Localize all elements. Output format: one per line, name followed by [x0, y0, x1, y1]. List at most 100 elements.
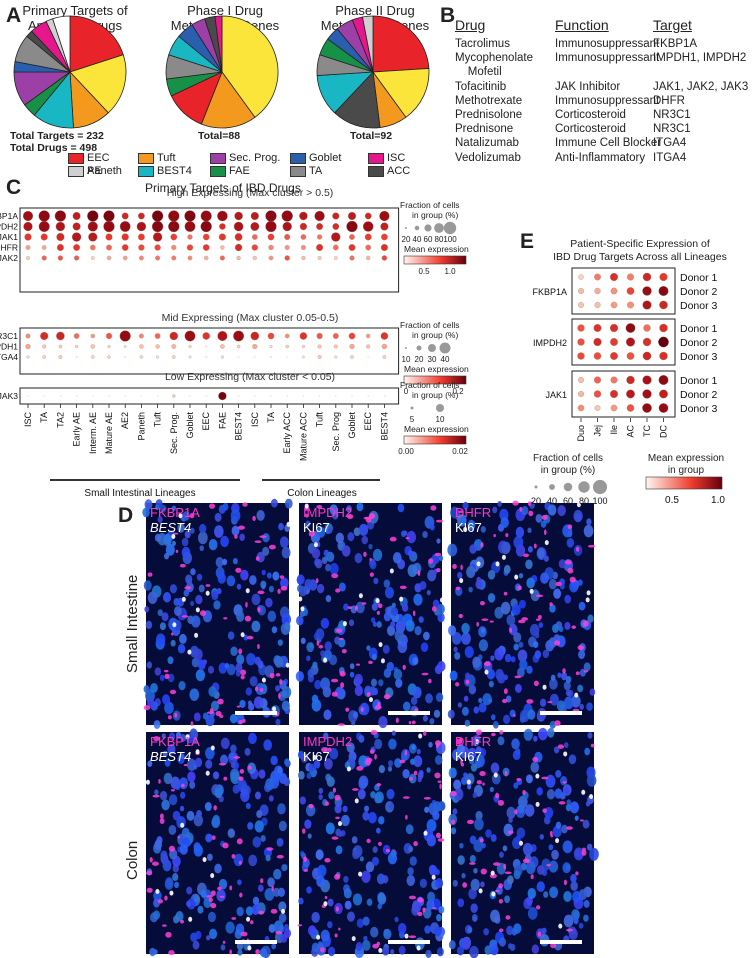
- svg-text:FAE: FAE: [217, 412, 227, 429]
- legend-item: BEST4: [138, 165, 192, 177]
- svg-text:Mean expression: Mean expression: [404, 424, 469, 434]
- svg-text:0.5: 0.5: [665, 495, 679, 506]
- panel-e-label: E: [520, 230, 535, 253]
- svg-text:0: 0: [404, 387, 409, 396]
- micrograph-texture: [142, 498, 293, 729]
- svg-text:ISC: ISC: [250, 412, 260, 428]
- svg-text:80: 80: [435, 235, 444, 244]
- legend-label: ISC: [387, 152, 406, 164]
- svg-text:JAK3: JAK3: [0, 391, 18, 401]
- stain-label-secondary: KI67: [455, 520, 482, 535]
- svg-text:Mean expression: Mean expression: [404, 244, 469, 254]
- panel-b-label: B: [440, 4, 456, 27]
- legend-item: ACC: [368, 165, 410, 177]
- table-cell: Immunosuppressant: [555, 52, 660, 65]
- svg-text:0.00: 0.00: [398, 447, 414, 456]
- svg-text:Donor 2: Donor 2: [680, 389, 718, 401]
- legend-label: Sec. Prog.: [229, 152, 281, 164]
- table-cell: Immunosuppressant: [555, 94, 660, 107]
- legend-item: Goblet: [290, 152, 341, 164]
- svg-text:Donor 1: Donor 1: [680, 272, 718, 284]
- table-cell: Prednisolone: [455, 109, 523, 121]
- svg-text:JAK1: JAK1: [0, 232, 18, 242]
- legend-label: BEST4: [157, 165, 192, 177]
- table-cell: Methotrexate: [455, 94, 523, 107]
- table-cell: Natalizumab: [455, 137, 519, 150]
- svg-text:80: 80: [579, 496, 589, 506]
- svg-text:Donor 2: Donor 2: [680, 337, 718, 349]
- pie-slice-ae: [221, 15, 279, 118]
- pie3-footer: Total=92: [350, 130, 393, 142]
- svg-text:JAK2: JAK2: [0, 253, 18, 263]
- table-cell: ITGA4: [653, 151, 687, 164]
- table-cell: Immunosuppressant: [555, 38, 660, 50]
- svg-text:40: 40: [441, 355, 450, 364]
- svg-text:Mean expression: Mean expression: [404, 364, 469, 374]
- legend-item: ISC: [368, 152, 405, 164]
- pie-slice-ae: [69, 54, 127, 114]
- svg-text:BEST4: BEST4: [234, 412, 244, 441]
- svg-text:5: 5: [410, 415, 415, 424]
- legend-label: AE: [87, 165, 102, 177]
- svg-text:Sec. Prog: Sec. Prog: [331, 412, 341, 452]
- svg-text:Donor 2: Donor 2: [680, 286, 718, 298]
- legend-label: Goblet: [309, 152, 342, 164]
- table-cell: Immune Cell Blocker: [555, 137, 662, 150]
- svg-text:IMPDH2: IMPDH2: [0, 222, 18, 232]
- pie-slice-isc: [214, 15, 223, 73]
- micrograph-texture: [448, 727, 599, 958]
- svg-text:Goblet: Goblet: [347, 412, 357, 439]
- legend-label: ACC: [387, 165, 411, 177]
- svg-text:Small Intestinal Lineages: Small Intestinal Lineages: [84, 488, 195, 499]
- svg-text:Early ACC: Early ACC: [282, 412, 292, 454]
- svg-text:Early AE: Early AE: [72, 412, 82, 447]
- pie-slice-ae: [372, 68, 430, 118]
- svg-text:EEC: EEC: [363, 412, 373, 431]
- svg-text:High Expressing (Max cluster >: High Expressing (Max cluster > 0.5): [167, 187, 334, 199]
- pie-slice-eec: [372, 15, 430, 73]
- micrograph-texture: [297, 729, 446, 958]
- pie-slice-paneth: [362, 15, 374, 73]
- svg-text:40: 40: [413, 235, 422, 244]
- micrograph-texture: [145, 728, 292, 958]
- svg-text:20: 20: [415, 355, 424, 364]
- stain-label-secondary: BEST4: [150, 749, 192, 764]
- panel-d-row-label: Small Intestine: [124, 574, 141, 673]
- stain-label-primary: DHFR: [455, 734, 492, 749]
- table-cell: Tacrolimus: [455, 38, 510, 50]
- svg-text:Fraction of cells: Fraction of cells: [400, 380, 460, 390]
- svg-text:Goblet: Goblet: [185, 412, 195, 439]
- pie-slice-tuft: [200, 71, 256, 129]
- svg-text:0.02: 0.02: [452, 447, 468, 456]
- svg-text:Paneth: Paneth: [136, 412, 146, 441]
- svg-text:BEST4: BEST4: [379, 412, 389, 441]
- panel-d-row-label: Colon: [124, 840, 141, 880]
- table-cell: ITGA4: [653, 137, 687, 150]
- svg-text:AE2: AE2: [120, 412, 130, 429]
- table-cell: JAK1, JAK2, JAK3: [653, 80, 749, 93]
- svg-text:10: 10: [436, 415, 445, 424]
- legend-label: EEC: [87, 152, 110, 164]
- stain-label-primary: IMPDH2: [303, 505, 353, 520]
- svg-text:1.0: 1.0: [444, 267, 456, 276]
- legend-item: FAE: [210, 165, 250, 177]
- svg-text:Sec. Prog.: Sec. Prog.: [169, 412, 179, 454]
- svg-text:TA2: TA2: [55, 412, 65, 428]
- panel-c-title: Primary Targets of IBD Drugs: [145, 181, 301, 195]
- svg-text:in group (%): in group (%): [412, 390, 458, 400]
- panel-a-label: A: [6, 4, 22, 27]
- table-cell: NR3C1: [653, 123, 691, 136]
- legend-swatch: [68, 152, 84, 164]
- stain-label-secondary: KI67: [455, 749, 482, 764]
- svg-text:Mature AE: Mature AE: [104, 412, 114, 454]
- svg-text:ITGA4: ITGA4: [0, 352, 18, 362]
- legend-item: Tuft: [138, 152, 176, 164]
- svg-text:0.5: 0.5: [418, 267, 430, 276]
